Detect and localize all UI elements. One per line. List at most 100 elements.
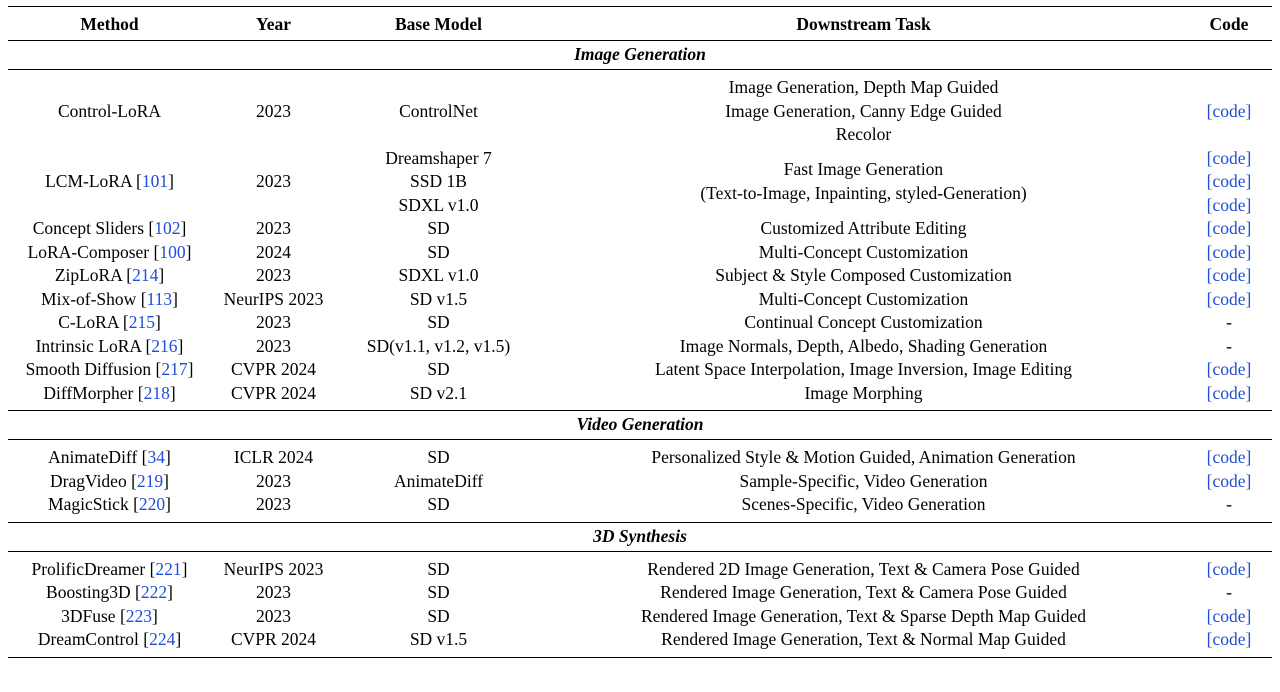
- code-link[interactable]: [code]: [1206, 100, 1252, 121]
- citation-link[interactable]: 100: [159, 241, 186, 262]
- code-link[interactable]: [code]: [1206, 218, 1252, 238]
- downstream-task-cell: Rendered Image Generation, Text & Camera…: [541, 581, 1186, 605]
- code-link[interactable]: [code]: [1206, 147, 1252, 168]
- code-cell: [code]: [1186, 217, 1272, 241]
- year-cell: NeurIPS 2023: [223, 288, 324, 309]
- downstream-task-line: Recolor: [835, 124, 892, 144]
- code-cell: [code]: [1186, 470, 1272, 494]
- base-model-line: SDXL v1.0: [398, 194, 479, 215]
- method-cell: C-LoRA [215]: [58, 312, 161, 332]
- base-model-cell: SD: [336, 605, 541, 629]
- downstream-task-cell: Latent Space Interpolation, Image Invers…: [541, 358, 1186, 382]
- method-cell: MagicStick [220]: [48, 494, 171, 514]
- downstream-task-cell: Image Morphing: [541, 382, 1186, 411]
- code-cell: [code] [code] [code]: [1186, 147, 1272, 218]
- code-line: -: [1226, 335, 1232, 356]
- citation-link[interactable]: 220: [138, 494, 166, 514]
- code-cell: [code]: [1186, 551, 1272, 581]
- base-model-line: SD: [427, 359, 450, 379]
- citation-link[interactable]: 215: [128, 312, 155, 332]
- methods-table: Method Year Base Model Downstream Task C…: [8, 6, 1272, 658]
- downstream-task-line: Latent Space Interpolation, Image Invers…: [655, 359, 1072, 379]
- method-cell: DiffMorpher [218]: [43, 382, 176, 403]
- citation-link[interactable]: 34: [147, 447, 165, 467]
- method-cell: DragVideo [219]: [50, 470, 169, 491]
- code-cell: [code]: [1186, 605, 1272, 629]
- section-row: 3D Synthesis: [8, 522, 1272, 552]
- downstream-task-cell: Rendered Image Generation, Text & Sparse…: [541, 605, 1186, 629]
- citation-link[interactable]: 113: [146, 288, 173, 309]
- base-model-line: ControlNet: [399, 100, 478, 121]
- method-name: AnimateDiff: [48, 447, 138, 467]
- year-cell: 2023: [256, 582, 291, 602]
- downstream-task-line: Rendered 2D Image Generation, Text & Cam…: [647, 558, 1080, 579]
- code-line: -: [1226, 582, 1232, 602]
- downstream-task-line: Image Generation, Depth Map Guided: [728, 77, 999, 97]
- year-cell: CVPR 2024: [230, 629, 317, 649]
- citation-link[interactable]: 221: [155, 558, 182, 579]
- code-link[interactable]: [code]: [1206, 382, 1252, 403]
- citation-link[interactable]: 217: [161, 359, 188, 379]
- year-cell: 2023: [256, 605, 291, 626]
- method-name: ZipLoRA: [54, 265, 122, 285]
- downstream-task-line: Multi-Concept Customization: [758, 241, 969, 262]
- citation-link[interactable]: 101: [141, 171, 169, 191]
- code-cell: [code]: [1186, 288, 1272, 312]
- code-link[interactable]: [code]: [1206, 605, 1252, 626]
- method-name: Concept Sliders: [32, 218, 145, 238]
- downstream-task-cell: Rendered 2D Image Generation, Text & Cam…: [541, 551, 1186, 581]
- code-link[interactable]: [code]: [1206, 241, 1252, 262]
- code-link[interactable]: [code]: [1206, 558, 1252, 579]
- citation-link[interactable]: 224: [149, 629, 176, 649]
- citation-link[interactable]: 214: [132, 265, 159, 285]
- code-cell: [code]: [1186, 382, 1272, 411]
- code-link[interactable]: [code]: [1206, 288, 1252, 309]
- code-cell: [code]: [1186, 440, 1272, 470]
- code-link[interactable]: [code]: [1206, 265, 1252, 285]
- downstream-task-cell: Continual Concept Customization: [541, 311, 1186, 335]
- citation-link[interactable]: 216: [151, 335, 178, 356]
- method-cell: Mix-of-Show [113]: [41, 288, 178, 309]
- method-name: ProlificDreamer: [31, 558, 146, 579]
- code-cell: [code]: [1186, 241, 1272, 265]
- section-row: Video Generation: [8, 410, 1272, 440]
- code-link[interactable]: [code]: [1206, 470, 1252, 491]
- citation-link[interactable]: 218: [143, 382, 170, 403]
- citation-link[interactable]: 223: [125, 605, 153, 626]
- code-link[interactable]: [code]: [1206, 359, 1252, 379]
- base-model-line: SD: [427, 447, 450, 467]
- method-name: DragVideo: [50, 470, 127, 491]
- method-name: C-LoRA: [58, 312, 119, 332]
- code-link[interactable]: [code]: [1206, 447, 1252, 467]
- year-cell: CVPR 2024: [230, 359, 317, 379]
- citation-link[interactable]: 102: [154, 218, 181, 238]
- base-model-cell: SD: [336, 358, 541, 382]
- year-cell: 2023: [256, 335, 291, 356]
- downstream-task-line: Scenes-Specific, Video Generation: [741, 494, 986, 514]
- header-downstream-task: Downstream Task: [796, 13, 931, 34]
- downstream-task-line: (Text-to-Image, Inpainting, styled-Gener…: [700, 182, 1027, 203]
- section-title: 3D Synthesis: [8, 522, 1272, 552]
- table-header: Method Year Base Model Downstream Task C…: [8, 6, 1272, 41]
- base-model-cell: SD: [336, 241, 541, 265]
- method-cell: ProlificDreamer [221]: [31, 558, 188, 579]
- base-model-cell: SD: [336, 217, 541, 241]
- downstream-task-cell: Fast Image Generation(Text-to-Image, Inp…: [541, 147, 1186, 218]
- code-link[interactable]: [code]: [1206, 171, 1252, 191]
- downstream-task-line: Image Morphing: [804, 382, 923, 403]
- code-link[interactable]: [code]: [1206, 629, 1252, 649]
- method-cell: Boosting3D [222]: [46, 582, 173, 602]
- citation-link[interactable]: 219: [136, 470, 164, 491]
- code-link[interactable]: [code]: [1206, 194, 1252, 215]
- citation-link[interactable]: 222: [140, 582, 168, 602]
- base-model-line: AnimateDiff: [393, 470, 484, 491]
- section-row: Image Generation: [8, 40, 1272, 70]
- header-code: Code: [1209, 13, 1249, 34]
